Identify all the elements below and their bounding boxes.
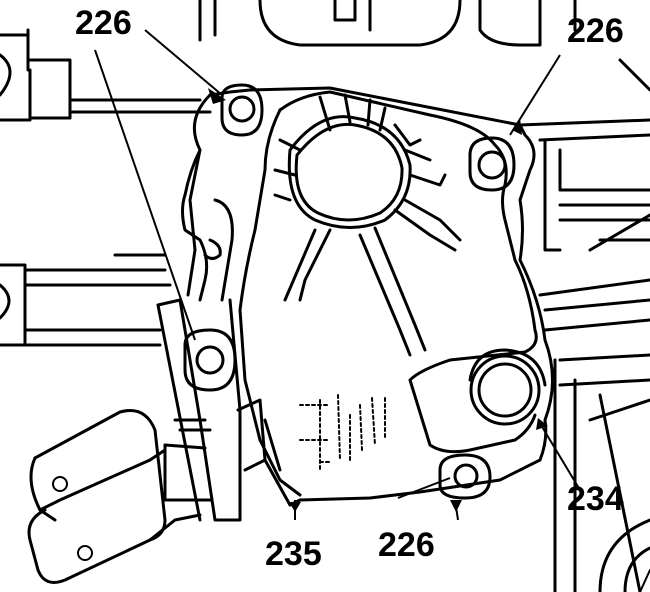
callout-label-226-bottom: 226 — [378, 526, 435, 564]
leader-arrowhead — [536, 418, 548, 430]
leader-lines — [94, 29, 581, 521]
bolt-226-bottom — [438, 453, 492, 500]
callout-label-226-top-left: 226 — [75, 4, 132, 42]
leader-arrowhead — [450, 500, 462, 512]
cover-body — [181, 86, 554, 507]
callout-label-235: 235 — [265, 535, 322, 573]
leader-arrowhead — [208, 88, 226, 104]
leader-arrowhead — [289, 502, 301, 512]
callout-label-234: 234 — [567, 480, 624, 518]
sleeve-234 — [468, 348, 547, 426]
shift-pattern-decal — [299, 394, 386, 471]
leader-arrowhead — [512, 118, 522, 135]
switch-housing-235 — [156, 148, 292, 522]
bolt-226-top-right — [468, 136, 516, 192]
connector-plug — [27, 409, 202, 584]
callout-label-226-top-right: 226 — [567, 12, 624, 50]
bolt-226-top-left — [220, 83, 264, 137]
